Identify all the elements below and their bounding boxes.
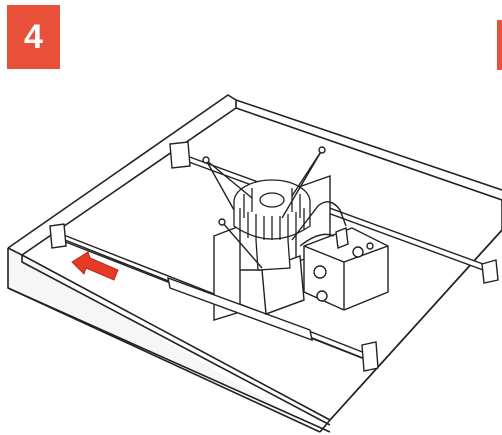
mounting-wires [202, 146, 347, 269]
step-number: 4 [24, 17, 43, 56]
red-arrow-icon [71, 251, 119, 281]
next-step-badge-edge [497, 20, 502, 70]
heat-sink [233, 179, 311, 271]
step-number-badge: 4 [7, 5, 60, 69]
junction-box [303, 227, 389, 311]
mounting-frame [167, 175, 331, 342]
